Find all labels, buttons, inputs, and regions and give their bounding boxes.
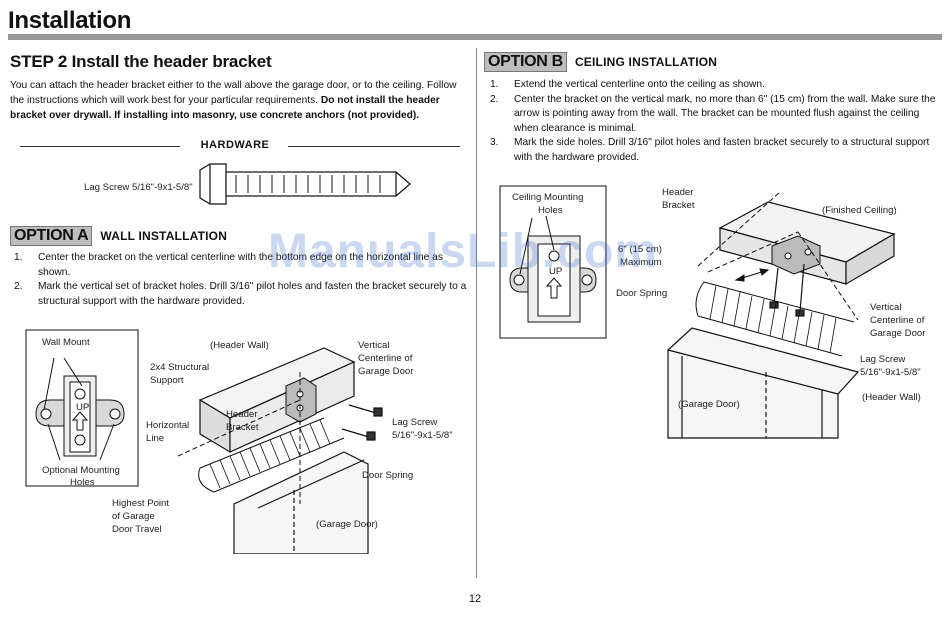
garage-door-label: (Garage Door)	[316, 519, 378, 530]
ceiling-mounting-label: Ceiling Mounting	[512, 192, 583, 203]
optional-mounting-label: Optional Mounting	[42, 465, 120, 476]
option-b-heading: OPTION B CEILING INSTALLATION	[484, 52, 940, 72]
lag-screws-icon	[769, 263, 805, 317]
lag-screw-figure: Lag Screw 5/16"-9x1-5/8"	[84, 163, 411, 205]
svg-text:Garage Door: Garage Door	[870, 328, 926, 339]
step-heading: STEP 2 Install the header bracket	[10, 52, 272, 71]
lag-screw-callout: Lag Screw	[392, 417, 437, 428]
lag-screw-label: Lag Screw 5/16"-9x1-5/8"	[84, 182, 193, 193]
hardware-rule-left	[20, 146, 180, 147]
header-wall-label: (Header Wall)	[862, 392, 921, 403]
svg-text:Line: Line	[146, 433, 164, 444]
finished-ceiling-label: (Finished Ceiling)	[822, 205, 897, 216]
svg-text:Bracket: Bracket	[662, 200, 695, 211]
up-marker: UP	[549, 266, 562, 277]
intro-warning: Do not install the header bracket over d…	[10, 95, 440, 121]
svg-text:5/16"-9x1-5/8": 5/16"-9x1-5/8"	[392, 430, 453, 441]
list-item: 1.Center the bracket on the vertical cen…	[14, 252, 443, 278]
door-spring-label: Door Spring	[362, 470, 413, 481]
option-b-badge: OPTION B	[484, 52, 567, 72]
step-intro: You can attach the header bracket either…	[10, 78, 468, 123]
svg-text:Garage Door: Garage Door	[358, 366, 414, 377]
lag-screw-icon	[199, 163, 411, 205]
svg-text:Door Travel: Door Travel	[112, 524, 162, 535]
option-a-section: OPTION A WALL INSTALLATION 1.Center the …	[10, 226, 468, 309]
maximum-label: Maximum	[620, 257, 662, 268]
list-item: 2.Mark the vertical set of bracket holes…	[14, 281, 467, 307]
garage-door-label: (Garage Door)	[678, 399, 740, 410]
wall-mount-label: Wall Mount	[42, 337, 90, 348]
header-bracket-label: Header	[662, 187, 694, 198]
horizontal-line-label: Horizontal	[146, 420, 189, 431]
vertical-centerline-label: Vertical	[870, 302, 901, 313]
highest-point-label: Highest Point	[112, 498, 169, 509]
six-inch-label: 6" (15 cm)	[618, 244, 662, 255]
option-a-badge: OPTION A	[10, 226, 93, 246]
up-marker: UP	[76, 402, 89, 413]
header-bracket-icon	[771, 235, 821, 275]
svg-text:Centerline of: Centerline of	[358, 353, 413, 364]
option-b-section: OPTION B CEILING INSTALLATION 1.Extend t…	[484, 48, 940, 165]
svg-text:Holes: Holes	[538, 205, 563, 216]
garage-door-panel	[233, 451, 369, 554]
door-spring-icon	[695, 281, 855, 357]
list-item: 3.Mark the side holes. Drill 3/16" pilot…	[490, 137, 930, 163]
vertical-centerline-label: Vertical	[358, 340, 389, 351]
svg-text:Centerline of: Centerline of	[870, 315, 925, 326]
holes-label: Holes	[70, 477, 95, 488]
page-title: Installation	[8, 7, 132, 34]
option-b-title: CEILING INSTALLATION	[574, 55, 718, 69]
garage-door-panel	[667, 327, 860, 439]
option-a-heading: OPTION A WALL INSTALLATION	[10, 226, 468, 246]
header-bracket-label: Header	[226, 409, 258, 420]
svg-text:5/16"-9x1-5/8": 5/16"-9x1-5/8"	[860, 367, 921, 378]
lag-screws-icon	[341, 404, 383, 441]
intro-text: You can attach the header bracket either…	[10, 80, 457, 106]
ceiling-install-figure: Ceiling Mounting Holes UP	[499, 185, 926, 439]
page-header: Installation	[8, 6, 942, 40]
option-a-title: WALL INSTALLATION	[100, 229, 228, 243]
door-spring-icon	[198, 417, 345, 493]
svg-text:of Garage: of Garage	[112, 511, 155, 522]
option-a-steps: 1.Center the bracket on the vertical cen…	[10, 251, 468, 309]
svg-text:Bracket: Bracket	[226, 422, 259, 433]
page-number: 12	[468, 593, 482, 605]
hardware-title: HARDWARE	[200, 139, 270, 151]
hardware-rule-right	[288, 146, 460, 147]
wall-install-figure: Wall Mount UP Optional Mounting Holes	[25, 329, 453, 554]
svg-text:Support: Support	[150, 375, 184, 386]
column-divider	[476, 48, 477, 578]
option-b-steps: 1.Extend the vertical centerline onto th…	[484, 78, 940, 165]
hardware-heading: HARDWARE	[10, 139, 460, 153]
six-inch-dimension	[734, 268, 770, 282]
list-item: 1.Extend the vertical centerline onto th…	[490, 79, 765, 90]
header-bracket-icon	[285, 377, 317, 423]
structural-support-label: 2x4 Structural	[150, 362, 209, 373]
left-column: STEP 2 Install the header bracket You ca…	[10, 48, 468, 123]
header-wall-label: (Header Wall)	[210, 340, 269, 351]
header-wall-board	[198, 347, 356, 454]
door-spring-label: Door Spring	[616, 288, 667, 299]
list-item: 2.Center the bracket on the vertical mar…	[490, 93, 936, 134]
lag-screw-callout: Lag Screw	[860, 354, 905, 365]
